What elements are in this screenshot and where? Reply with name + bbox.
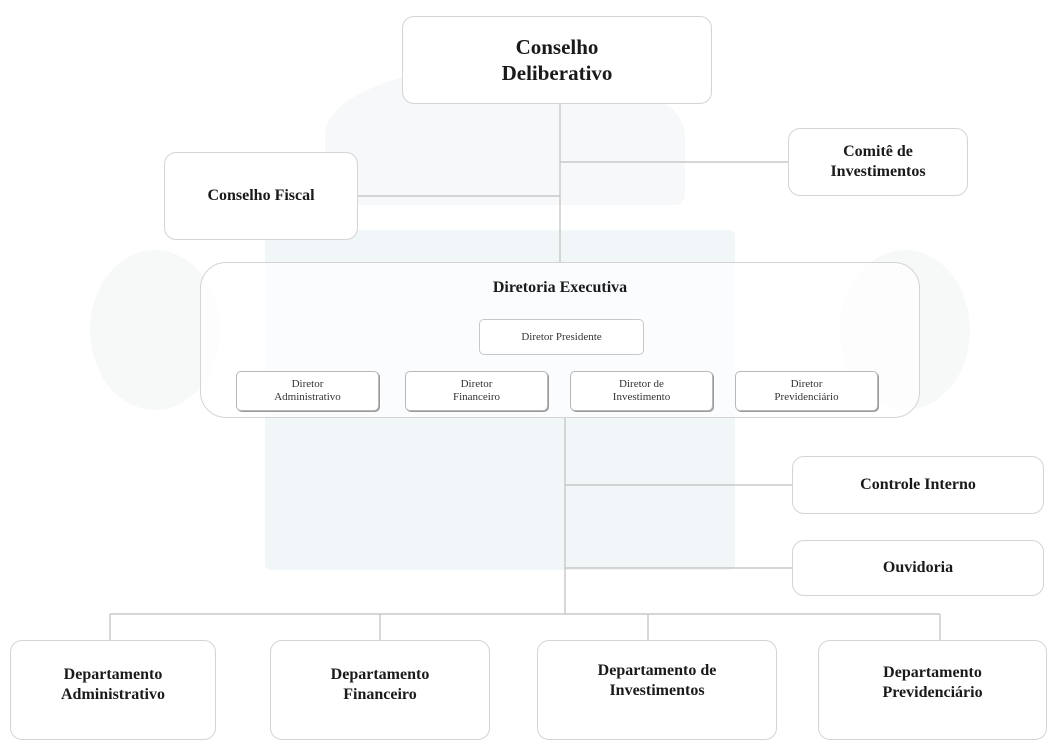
node-label: Departamento de (597, 662, 717, 679)
controle-interno-box: Controle Interno (792, 456, 1044, 514)
node-label: Comitê de (843, 143, 913, 160)
node-label: Diretor Presidente (521, 331, 602, 343)
node-label: Investimentos (830, 163, 926, 180)
node-label: Financeiro (343, 686, 417, 703)
node-label: Diretor (291, 377, 324, 390)
node-label: Investimentos (609, 682, 705, 699)
departamento-investimentos-box: Departamento de Investimentos (537, 640, 777, 740)
node-label: Administrativo (274, 391, 341, 403)
diretoria-executiva-box: Diretoria Executiva Diretor Presidente D… (200, 262, 920, 418)
node-label: Previdenciário (774, 391, 839, 403)
diretoria-executiva-title: Diretoria Executiva (492, 279, 628, 296)
watermark-shape (90, 250, 220, 410)
node-label: Diretor (460, 377, 493, 390)
node-label: Diretor (790, 377, 823, 390)
node-label: Departamento (63, 666, 163, 683)
conselho-deliberativo-box: Conselho Deliberativo (402, 16, 712, 104)
node-label: Controle Interno (860, 476, 976, 493)
node-label: Departamento (883, 664, 982, 681)
conselho-fiscal-box: Conselho Fiscal (164, 152, 358, 240)
node-label: Conselho (515, 34, 599, 59)
departamento-previdenciario-box: Departamento Previdenciário (818, 640, 1047, 740)
node-label: Administrativo (61, 686, 165, 703)
node-label: Ouvidoria (882, 559, 954, 576)
comite-investimentos-box: Comitê de Investimentos (788, 128, 968, 196)
node-label: Previdenciário (882, 684, 983, 701)
node-label: Conselho Fiscal (207, 187, 315, 204)
ouvidoria-box: Ouvidoria (792, 540, 1044, 596)
node-label: Deliberativo (501, 61, 613, 85)
diretor-administrativo-box: Diretor Administrativo (236, 371, 379, 411)
node-label: Diretor de (619, 377, 664, 390)
diretor-presidente-box: Diretor Presidente (479, 319, 644, 355)
diretor-financeiro-box: Diretor Financeiro (405, 371, 548, 411)
departamento-financeiro-box: Departamento Financeiro (270, 640, 490, 740)
node-label: Financeiro (452, 391, 501, 403)
diretor-previdenciario-box: Diretor Previdenciário (735, 371, 878, 411)
node-label: Departamento (330, 666, 430, 683)
diretor-investimento-box: Diretor de Investimento (570, 371, 713, 411)
node-label: Investimento (612, 391, 671, 403)
departamento-administrativo-box: Departamento Administrativo (10, 640, 216, 740)
